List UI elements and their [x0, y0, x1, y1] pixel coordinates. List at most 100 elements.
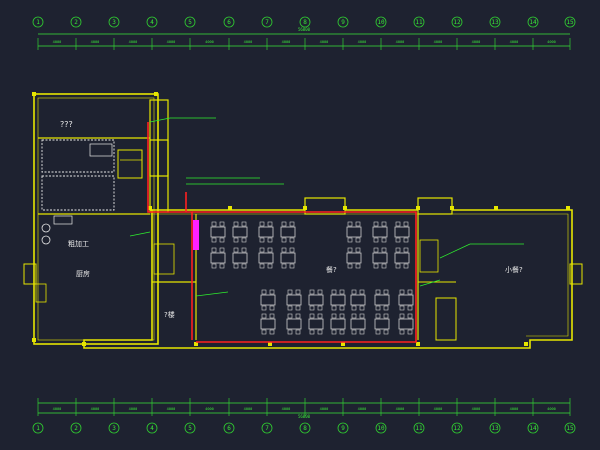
total-dim-top: 56000 [298, 27, 311, 32]
axis-label: 10 [377, 425, 385, 432]
axis-label: 9 [341, 425, 345, 432]
dining-table [372, 221, 388, 243]
axis-label: 3 [112, 19, 116, 26]
axis-label: 1 [36, 425, 40, 432]
axis-bubble [489, 422, 501, 434]
axis-label: 6 [227, 425, 231, 432]
dining-table [346, 247, 362, 269]
axis-label: 9 [341, 19, 345, 26]
building-walls [23, 93, 583, 349]
axis-label: 12 [453, 19, 461, 26]
dining-table [210, 221, 226, 243]
room-label-rough: 粗加工 [68, 239, 89, 248]
axis-bubble [223, 422, 235, 434]
dim-label-bottom: 4000 [91, 407, 100, 411]
dim-label-top: 4000 [396, 40, 405, 44]
dim-label-bottom: 4000 [547, 407, 556, 411]
axis-label: 2 [74, 425, 78, 432]
dim-label-top: 4000 [358, 40, 367, 44]
dim-label-bottom: 4000 [320, 407, 329, 411]
dim-label-bottom: 4000 [53, 407, 62, 411]
dim-label-bottom: 4000 [472, 407, 481, 411]
axis-bubble [32, 16, 44, 28]
column [524, 342, 528, 346]
axis-label: 6 [227, 19, 231, 26]
axis-bubble [489, 16, 501, 28]
axis-bubble [146, 16, 158, 28]
column [416, 206, 420, 210]
dining-table [374, 289, 390, 311]
axis-label: 4 [150, 19, 154, 26]
axis-bubble [451, 422, 463, 434]
axis-label: 11 [415, 19, 423, 26]
column [32, 338, 36, 342]
dining-table [260, 289, 276, 311]
dining-table [210, 247, 226, 269]
column [450, 206, 454, 210]
axis-bubble [261, 422, 273, 434]
axis-label: 4 [150, 425, 154, 432]
dim-label-bottom: 4000 [396, 407, 405, 411]
column [303, 206, 307, 210]
dim-label-top: 4000 [320, 40, 329, 44]
dim-label-bottom: 4000 [167, 407, 176, 411]
dining-table [308, 313, 324, 335]
bottom-dimension-strip: 56000 [38, 402, 570, 419]
dim-label-top: 4000 [91, 40, 100, 44]
dining-table [350, 289, 366, 311]
room-label-dining: 餐? [326, 265, 337, 274]
dining-table [398, 289, 414, 311]
axis-label: 1 [36, 19, 40, 26]
axis-label: 10 [377, 19, 385, 26]
dim-label-bottom: 4000 [358, 407, 367, 411]
axis-bubble [375, 422, 387, 434]
axis-label: 7 [265, 425, 269, 432]
dining-table [350, 313, 366, 335]
axis-label: 12 [453, 425, 461, 432]
axis-label: 8 [303, 19, 307, 26]
dim-label-bottom: 4000 [205, 407, 214, 411]
dim-label-bottom: 4000 [434, 407, 443, 411]
axis-bubble [108, 422, 120, 434]
total-dim-bottom: 56000 [298, 414, 311, 419]
pipe-annotations [129, 117, 524, 297]
axis-label: 5 [188, 19, 192, 26]
dining-table [232, 221, 248, 243]
axis-bubble [527, 422, 539, 434]
axis-bubble [451, 16, 463, 28]
room-label-private: 小餐? [505, 265, 523, 274]
axis-label: 14 [529, 19, 537, 26]
axis-bubble [527, 16, 539, 28]
column [268, 342, 272, 346]
kitchen-fixtures [41, 139, 115, 245]
dim-label-top: 4000 [510, 40, 519, 44]
dining-table [286, 289, 302, 311]
column [32, 92, 36, 96]
dim-label-top: 4000 [129, 40, 138, 44]
dining-table [330, 313, 346, 335]
axis-bubble [337, 422, 349, 434]
dim-label-top: 4000 [547, 40, 556, 44]
column [343, 206, 347, 210]
structural-columns [32, 92, 570, 346]
column [82, 342, 86, 346]
axis-label: 13 [491, 425, 499, 432]
axis-bubble [337, 16, 349, 28]
dining-table [280, 247, 296, 269]
axis-bubble [184, 16, 196, 28]
dining-table [258, 221, 274, 243]
dining-table [346, 221, 362, 243]
dining-table [286, 313, 302, 335]
axis-label: 8 [303, 425, 307, 432]
axis-label: 14 [529, 425, 537, 432]
dining-table [260, 313, 276, 335]
axis-bubble [146, 422, 158, 434]
column [341, 342, 345, 346]
axis-label: 15 [566, 425, 574, 432]
room-label-kitchen: 厨房 [76, 269, 90, 278]
column [194, 342, 198, 346]
column [154, 92, 158, 96]
dim-label-top: 4000 [205, 40, 214, 44]
